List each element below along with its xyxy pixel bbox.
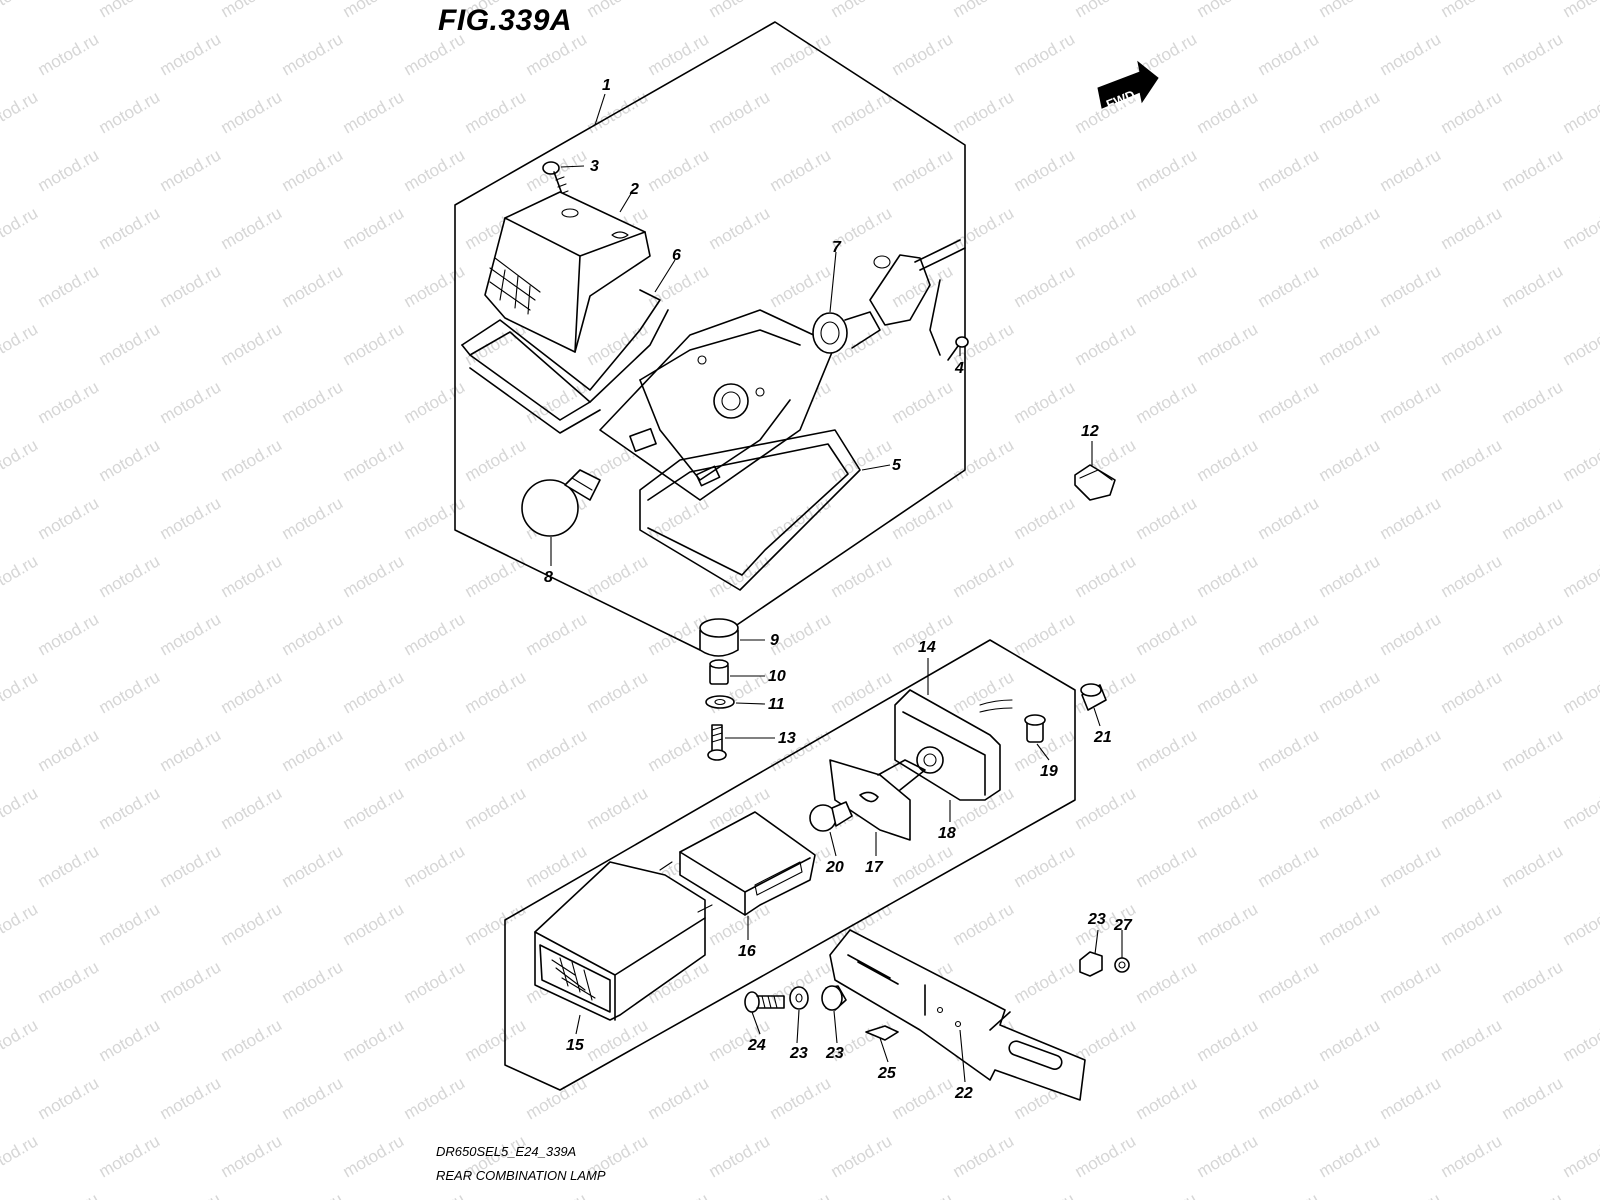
washer-23a — [789, 986, 809, 1010]
callout-14: 14 — [918, 639, 936, 656]
clip-26 — [865, 1025, 899, 1041]
callout-15: 15 — [566, 1037, 585, 1054]
lens-2 — [484, 191, 651, 353]
callout-18: 18 — [938, 825, 956, 842]
callout-23-left: 23 — [789, 1045, 808, 1062]
callout-7: 7 — [832, 239, 842, 256]
callout-12: 12 — [1081, 423, 1099, 440]
screw-4 — [947, 336, 969, 361]
lens-16 — [679, 811, 816, 916]
callout-8: 8 — [544, 569, 553, 586]
washer-11 — [705, 695, 735, 709]
lamp-body-18 — [894, 689, 1013, 801]
socket-7 — [812, 239, 966, 356]
leader-lines — [550, 93, 1123, 1083]
collar-10 — [709, 659, 729, 685]
figure-title: FIG.339A — [438, 4, 573, 37]
callout-13: 13 — [778, 730, 796, 747]
callout-26: 25 — [877, 1065, 897, 1082]
grommet-9 — [699, 618, 739, 657]
callout-1: 1 — [602, 77, 611, 94]
callout-17: 17 — [865, 859, 884, 876]
callout-27: 27 — [1113, 917, 1133, 934]
callout-11: 11 — [768, 696, 785, 713]
callout-6: 6 — [672, 247, 681, 264]
nut-27 — [1114, 957, 1130, 973]
clip-12 — [1074, 464, 1116, 501]
callout-21: 21 — [1093, 729, 1112, 746]
callout-4: 4 — [954, 360, 964, 377]
fwd-arrow-icon: FWD — [1097, 60, 1159, 112]
callout-19: 19 — [1040, 763, 1058, 780]
collar-21 — [1080, 683, 1107, 711]
bracket-22 — [829, 929, 1086, 1101]
gasket-6 — [461, 289, 669, 434]
bolt-13 — [707, 724, 727, 761]
plate-17 — [829, 759, 926, 841]
callout-16: 16 — [738, 943, 756, 960]
callout-labels: 1 3 2 6 7 4 5 12 8 9 10 11 13 14 21 19 1… — [544, 77, 1133, 1102]
housing-5 — [599, 309, 861, 591]
nut-23b — [1079, 951, 1103, 977]
bulb-8 — [521, 469, 601, 537]
bulb-20 — [809, 801, 853, 832]
callout-25: 24 — [747, 1037, 766, 1054]
callout-10: 10 — [768, 668, 786, 685]
grommet-19 — [1024, 714, 1046, 743]
callout-2: 2 — [629, 181, 639, 198]
figure-name: REAR COMBINATION LAMP — [436, 1168, 606, 1183]
callout-23-right: 23 — [1087, 911, 1106, 928]
callout-20: 20 — [825, 859, 844, 876]
callout-3: 3 — [590, 158, 599, 175]
assembly-14-outline — [504, 639, 1076, 1091]
callout-22: 22 — [954, 1085, 973, 1102]
callout-9: 9 — [770, 632, 779, 649]
callout-24: 23 — [825, 1045, 844, 1062]
collar-24 — [821, 985, 847, 1011]
model-code: DR650SEL5_E24_339A — [436, 1144, 577, 1159]
bolt-25 — [744, 991, 785, 1013]
callout-5: 5 — [892, 457, 902, 474]
assembly-1-outline — [454, 21, 966, 651]
lens-15 — [534, 861, 713, 1021]
